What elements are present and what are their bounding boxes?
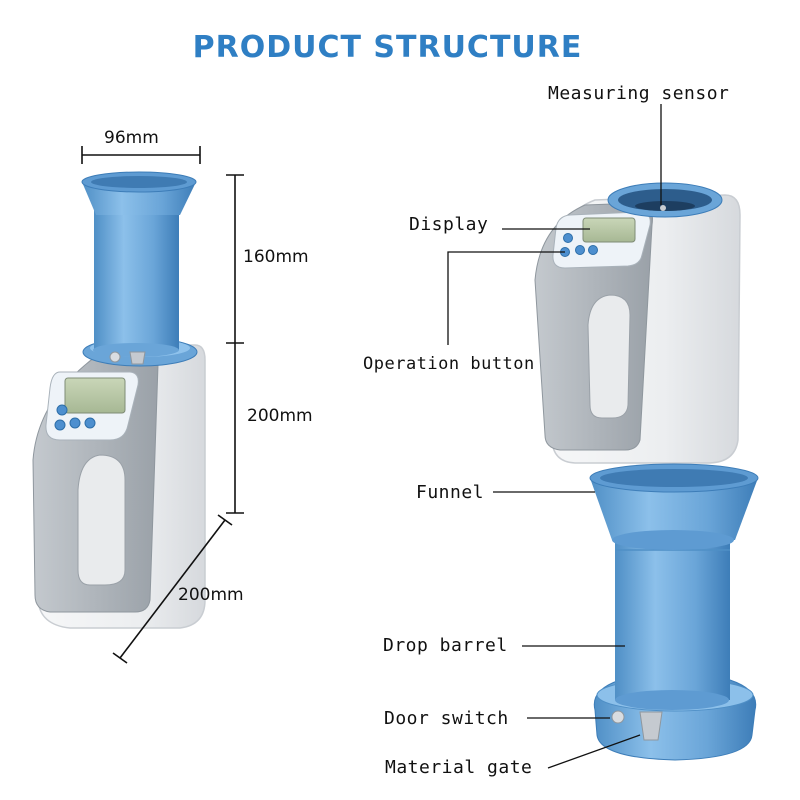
dimension-lines	[81, 146, 244, 664]
door-switch-part	[611, 710, 625, 724]
left-device	[32, 171, 206, 629]
callout-material-gate: Material gate	[385, 757, 533, 778]
right-device-screen	[582, 217, 636, 243]
menu-button-icon	[56, 404, 68, 416]
right-body-handle-opening	[587, 294, 631, 419]
left-device-barrel	[94, 200, 179, 350]
up-arrow-button-icon	[69, 417, 81, 429]
callout-funnel: Funnel	[416, 482, 485, 503]
dimension-depth-label: 200mm	[178, 585, 244, 605]
funnel	[590, 478, 758, 540]
ok-button-icon	[54, 419, 66, 431]
right-device-body	[534, 182, 741, 464]
callout-operation-button: Operation button	[363, 354, 535, 374]
page-title: PRODUCT STRUCTURE	[192, 30, 583, 65]
left-device-screen	[64, 377, 126, 414]
drop-barrel	[615, 530, 730, 700]
callout-measuring-sensor: Measuring sensor	[548, 83, 730, 104]
material-gate-part	[639, 711, 663, 741]
left-device-handle-opening	[77, 454, 126, 586]
dimension-body-height-label: 200mm	[247, 406, 313, 426]
down-arrow-button-icon	[84, 417, 96, 429]
right-ok-button-icon	[588, 245, 598, 255]
right-down-arrow-button-icon	[575, 245, 585, 255]
callout-leader-lines	[447, 104, 662, 769]
callout-door-switch: Door switch	[384, 708, 509, 729]
callout-drop-barrel: Drop barrel	[383, 635, 508, 656]
funnel-barrel-assembly	[589, 463, 759, 761]
callout-display: Display	[409, 214, 489, 235]
dimension-width-label: 96mm	[104, 128, 159, 148]
dimension-funnel-height-label: 160mm	[243, 247, 309, 267]
right-up-arrow-button-icon	[563, 233, 573, 243]
